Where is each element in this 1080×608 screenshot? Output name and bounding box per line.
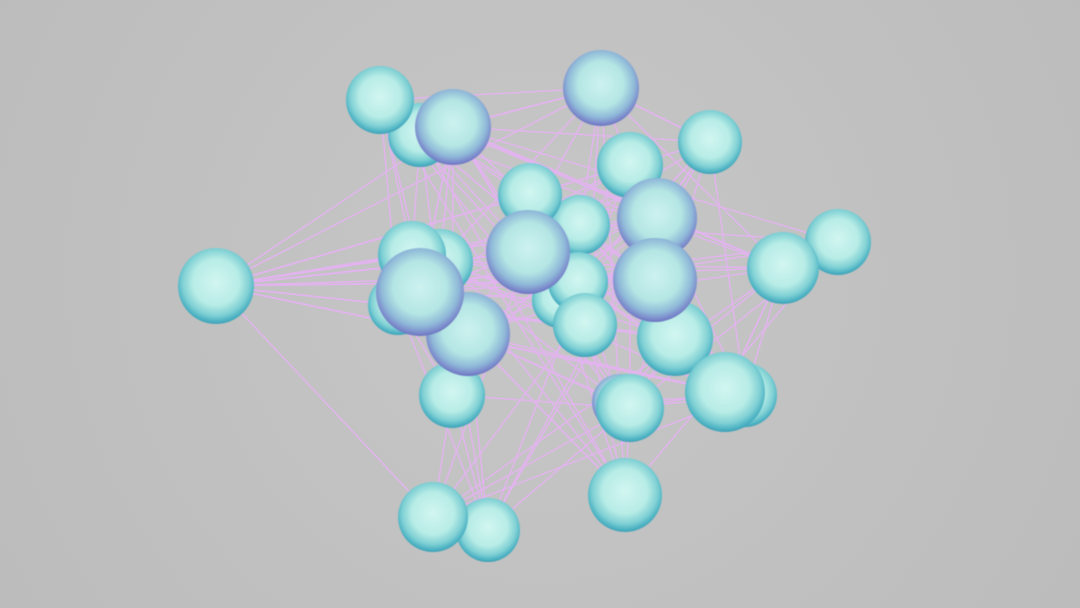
node-layer (178, 50, 871, 562)
graph-node-sphere (678, 110, 742, 174)
graph-node-sphere (419, 362, 485, 428)
graph-node-sphere (617, 178, 697, 258)
graph-node-sphere (588, 458, 662, 532)
graph-edge (215, 194, 531, 287)
graph-node-sphere (498, 163, 562, 227)
graph-edge (439, 261, 621, 403)
graph-edge (419, 134, 626, 496)
graph-edge (215, 285, 434, 518)
graph-node-sphere (805, 209, 871, 275)
graph-edge (600, 87, 784, 269)
graph-node-sphere (563, 50, 639, 126)
graph-node-sphere (346, 66, 414, 134)
graph-node-sphere (486, 210, 570, 294)
edge-layer (215, 87, 839, 531)
graph-node-sphere (376, 248, 464, 336)
graph-node-sphere (553, 293, 617, 357)
graph-edge (215, 87, 602, 287)
graph-node-sphere (685, 352, 765, 432)
graph-node-sphere (596, 374, 664, 442)
graph-node-sphere (456, 498, 520, 562)
graph-edge (452, 126, 711, 143)
graph-node-sphere (178, 248, 254, 324)
graph-edge (709, 141, 746, 396)
graph-node-sphere (415, 89, 491, 165)
graph-edge (215, 251, 529, 287)
graph-node-sphere (398, 482, 468, 552)
graph-node-sphere (613, 238, 697, 322)
graph-edge (452, 126, 784, 269)
graph-edge (432, 407, 631, 518)
graph-node-sphere (747, 232, 819, 304)
